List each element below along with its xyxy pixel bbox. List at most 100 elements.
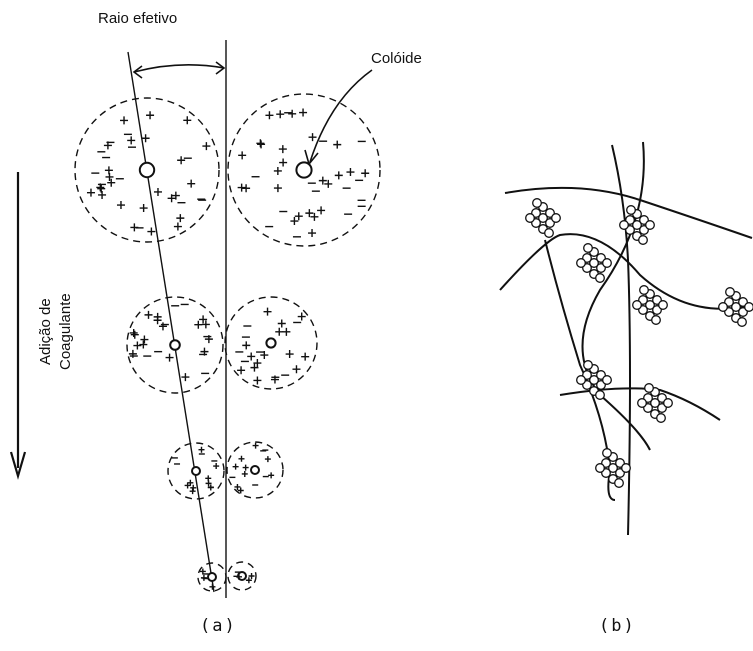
adsorbed-particle (738, 318, 747, 327)
adsorbed-particle (584, 244, 593, 253)
particle-cluster (526, 199, 561, 238)
positive-ion-mark (166, 354, 174, 362)
positive-ion-mark (256, 139, 264, 147)
adsorbed-particle (638, 399, 647, 408)
adsorbed-particle (533, 199, 542, 208)
positive-ion-mark (237, 366, 245, 374)
bracket-arrowhead-left (134, 66, 142, 78)
positive-ion-mark (286, 350, 294, 358)
positive-ion-mark (131, 331, 139, 339)
positive-ion-mark (213, 463, 219, 469)
particle-cluster (620, 206, 655, 245)
positive-ion-mark (305, 209, 313, 217)
positive-ion-mark (299, 109, 307, 117)
adsorbed-particle (726, 288, 735, 297)
positive-ion-mark (298, 313, 306, 321)
positive-ion-mark (346, 168, 354, 176)
panel-a-label: (a) (200, 616, 237, 636)
adsorbed-particle (603, 376, 612, 385)
effective-radius-bracket (134, 65, 224, 72)
positive-ion-mark (177, 156, 185, 164)
adsorbed-particle (633, 301, 642, 310)
adsorbed-particle (552, 214, 561, 223)
colloid-particle (140, 163, 154, 177)
positive-ion-mark (242, 471, 248, 477)
particle-cluster (596, 449, 631, 488)
adsorbed-particle (622, 464, 631, 473)
positive-ion-mark (242, 341, 250, 349)
positive-ion-mark (127, 136, 135, 144)
positive-ion-mark (308, 229, 316, 237)
panel-b-polymer-bridging (500, 142, 753, 535)
positive-ion-mark (105, 173, 113, 181)
positive-ion-mark (265, 111, 273, 119)
positive-ion-mark (333, 141, 341, 149)
positive-ion-mark (120, 116, 128, 124)
positive-ion-mark (145, 311, 153, 319)
positive-ion-mark (190, 488, 196, 494)
positive-ion-mark (233, 464, 239, 470)
positive-ion-mark (242, 184, 250, 192)
adsorbed-particle (596, 391, 605, 400)
positive-ion-mark (130, 329, 138, 337)
positive-ion-mark (146, 111, 154, 119)
adsorbed-particle (596, 274, 605, 283)
positive-ion-mark (140, 336, 148, 344)
adsorbed-particle (645, 384, 654, 393)
positive-ion-mark (176, 214, 184, 222)
coagulant-label-line2: Coagulante (56, 293, 76, 370)
positive-ion-mark (147, 228, 155, 236)
colloid-particle (296, 162, 311, 177)
positive-ion-mark (361, 169, 369, 177)
positive-ion-mark (202, 142, 210, 150)
positive-ion-mark (133, 342, 141, 350)
positive-ion-mark (209, 584, 215, 590)
adsorbed-particle (659, 301, 668, 310)
positive-ion-mark (198, 447, 204, 453)
positive-ion-mark (292, 365, 300, 373)
adsorbed-particle (620, 221, 629, 230)
positive-ion-mark (274, 184, 282, 192)
adsorbed-particle (596, 464, 605, 473)
colloid-particle (192, 467, 200, 475)
positive-ion-mark (238, 151, 246, 159)
positive-ion-mark (201, 575, 207, 581)
positive-ion-mark (194, 321, 202, 329)
positive-ion-mark (265, 456, 271, 462)
positive-ion-mark (159, 322, 167, 330)
positive-ion-mark (279, 159, 287, 167)
positive-ion-mark (264, 308, 272, 316)
positive-ion-mark (253, 443, 259, 449)
colloid-particle (170, 340, 180, 350)
positive-ion-mark (187, 180, 195, 188)
colloid-double-layer (75, 98, 219, 242)
adsorbed-particle (545, 229, 554, 238)
positive-ion-mark (98, 191, 106, 199)
particle-cluster (719, 288, 753, 327)
adsorbed-particle (603, 449, 612, 458)
adsorbed-particle (664, 399, 673, 408)
adsorbed-particle (639, 236, 648, 245)
adsorbed-particle (603, 259, 612, 268)
positive-ion-mark (278, 320, 286, 328)
positive-ion-mark (309, 133, 317, 141)
colloid-double-layer (198, 563, 226, 591)
colloid-double-layer (228, 94, 380, 246)
colloid-particle (208, 573, 216, 581)
positive-ion-mark (154, 188, 162, 196)
positive-ion-mark (107, 179, 115, 187)
colloid-double-layer (228, 562, 256, 590)
panel-b-label: (b) (599, 616, 636, 636)
adsorbed-particle (640, 286, 649, 295)
colloid-pointer-line (310, 70, 372, 162)
coagulant-addition-label: Adição de Coagulante (36, 293, 76, 370)
positive-ion-mark (335, 171, 343, 179)
positive-ion-mark (247, 352, 255, 360)
particle-cluster (577, 244, 612, 283)
colloid-particle (251, 466, 259, 474)
positive-ion-mark (295, 212, 303, 220)
adsorbed-particle (577, 376, 586, 385)
positive-ion-mark (290, 217, 298, 225)
